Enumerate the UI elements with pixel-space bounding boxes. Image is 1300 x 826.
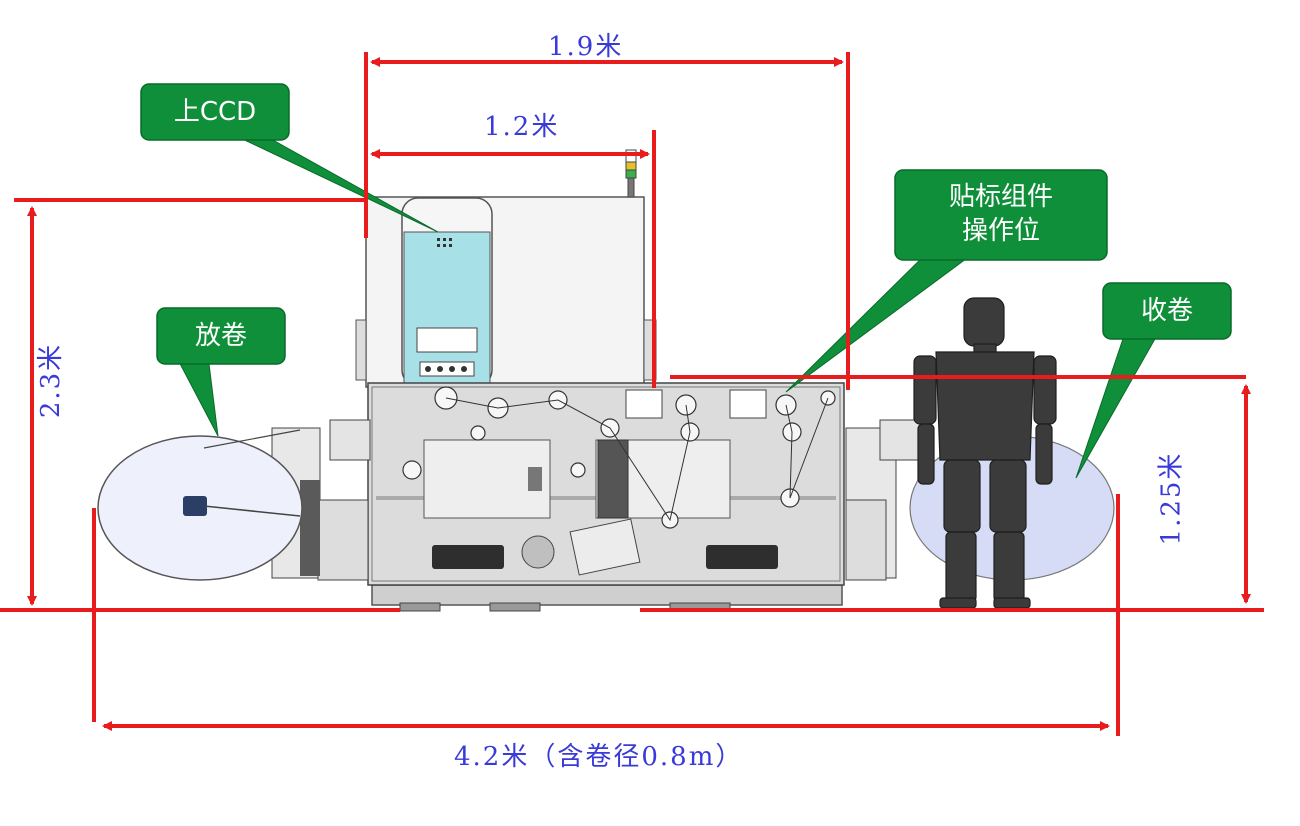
callout-label-rewind: 收卷: [1140, 296, 1193, 326]
callout-label-labeling-line-1: 贴标组件: [948, 182, 1053, 212]
unwind-assembly: [271, 419, 371, 581]
machine-base: [371, 584, 843, 606]
dimension-lines: [0, 52, 1264, 736]
dimension-label-width-top: 1.9米: [548, 32, 624, 62]
callout-pointer-unwind: [175, 355, 219, 437]
callout-label-labeling-station: 贴标组件 操作位: [895, 180, 1107, 248]
callout-box-labeling: [894, 169, 1108, 261]
callout-label-labeling-line-2: 操作位: [961, 216, 1040, 246]
human-scale-figure: [913, 297, 1057, 609]
callout-box-rewind: [1102, 282, 1232, 340]
dimension-label-height-table: 1.25米: [1155, 451, 1186, 546]
callout-box-unwind: [156, 307, 286, 365]
callout-label-top-ccd: 上CCD: [173, 97, 257, 127]
callout-label-unwind: 放卷: [194, 321, 247, 351]
dimension-label-width-overall: 4.2米（含卷径0.8m）: [454, 742, 744, 772]
dimension-label-width-inner: 1.2米: [484, 112, 560, 142]
callouts: [140, 83, 1232, 479]
callout-pointer-rewind: [1075, 329, 1161, 479]
dimension-label-height-total: 2.3米: [36, 342, 67, 419]
callout-pointer-top-ccd: [231, 133, 439, 233]
rewind-assembly: [845, 419, 921, 581]
callout-box-top-ccd: [140, 83, 290, 141]
signal-tower: [625, 149, 637, 198]
